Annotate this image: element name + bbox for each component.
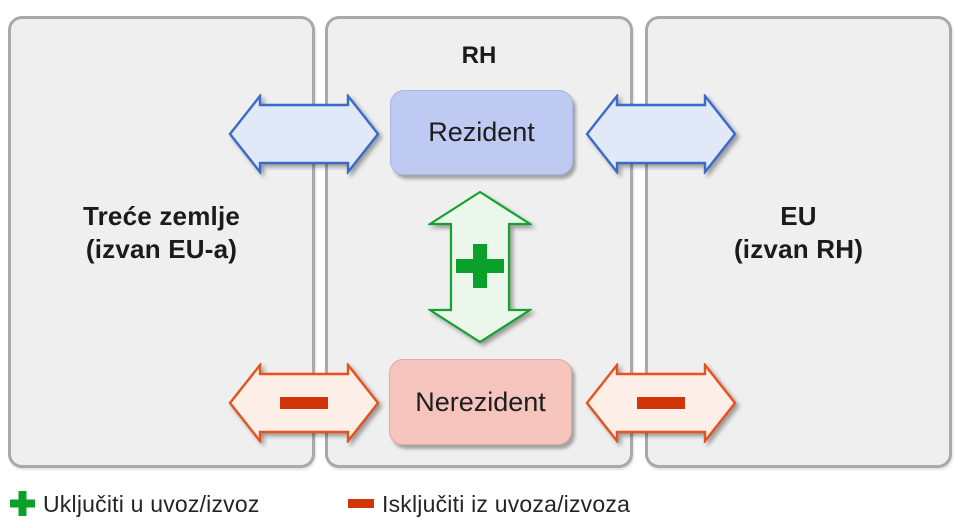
arrow-nonresident-third-countries [228, 363, 380, 443]
resident-box: Rezident [390, 90, 573, 175]
nonresident-label: Nerezident [415, 386, 546, 417]
arrow-resident-eu [585, 94, 737, 174]
panel-rh-label: RH [461, 42, 497, 69]
panel-eu-label-line2: (izvan RH) [733, 234, 864, 264]
panel-third-countries-label: Treće zemlje (izvan EU-a) [8, 200, 315, 266]
arrow-resident-nonresident [428, 190, 532, 344]
legend-include-label: Uključiti u uvoz/izvoz [43, 491, 260, 517]
resident-label: Rezident [428, 117, 535, 147]
panel-eu-label: EU (izvan RH) [645, 200, 952, 266]
legend-minus-icon [348, 499, 374, 508]
minus-icon [637, 397, 685, 409]
legend-plus-icon [10, 491, 35, 516]
plus-icon [456, 244, 504, 288]
minus-icon [280, 397, 328, 409]
legend-exclude-label: Isključiti iz uvoza/izvoza [382, 491, 631, 517]
nonresident-box: Nerezident [389, 359, 572, 445]
panel-third-countries-label-line1: Treće zemlje [82, 201, 241, 231]
panel-eu-label-line1: EU [780, 201, 817, 231]
arrow-resident-third-countries [228, 94, 380, 174]
panel-third-countries-label-line2: (izvan EU-a) [85, 234, 238, 264]
arrow-nonresident-eu [585, 363, 737, 443]
